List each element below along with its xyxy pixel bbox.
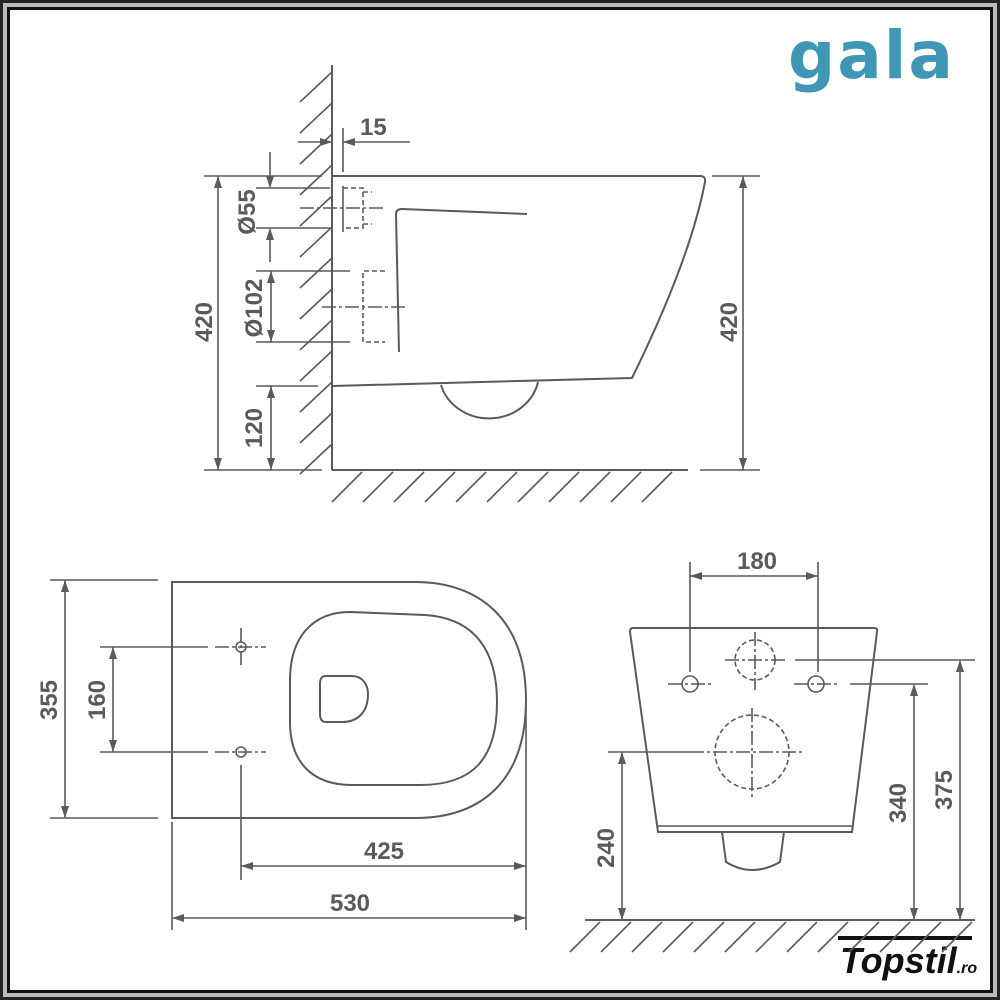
hatch-line <box>299 288 333 320</box>
hatch-line <box>662 921 694 953</box>
hatch-line <box>299 350 333 382</box>
hatch-line <box>299 319 333 351</box>
dim-inlet-height: 375 <box>931 770 958 810</box>
bowl-outline <box>171 581 528 819</box>
gala-logo: gala <box>788 17 955 94</box>
dim-inlet-diameter: Ø55 <box>234 189 261 234</box>
wall-hatching <box>299 71 333 475</box>
hatch-line <box>569 921 601 953</box>
hatch-line <box>455 471 487 503</box>
dim-length: 530 <box>330 890 370 917</box>
hatch-line <box>910 921 942 953</box>
hatch-line <box>517 471 549 503</box>
hatch-line <box>424 471 456 503</box>
hatch-line <box>848 921 880 953</box>
floor-hatching <box>569 921 973 953</box>
hatch-line <box>362 471 394 503</box>
drain-hole <box>319 675 370 723</box>
inner-frame <box>7 7 993 993</box>
side-view: 15 420 Ø55 Ø102 120 420 <box>191 65 760 475</box>
hatch-line <box>631 921 663 953</box>
hatch-line <box>299 102 333 134</box>
hatch-line <box>724 921 756 953</box>
dim-total-height-right: 420 <box>716 302 743 342</box>
hatch-line <box>817 921 849 953</box>
hatch-line <box>299 257 333 289</box>
hatch-line <box>299 195 333 227</box>
dim-width: 355 <box>36 680 63 720</box>
front-outline <box>628 627 879 833</box>
dim-outlet-height: 120 <box>241 408 268 448</box>
hatch-line <box>579 471 611 503</box>
hatch-line <box>786 921 818 953</box>
hatch-line <box>755 921 787 953</box>
dim-outlet-diameter: Ø102 <box>241 279 268 338</box>
dim-bolt-spacing: 160 <box>84 680 111 720</box>
hatch-line <box>486 471 518 503</box>
dim-front-bolt-spacing: 180 <box>737 548 777 575</box>
inner-rim <box>394 207 528 353</box>
hatch-line <box>299 443 333 475</box>
toilet-outline <box>331 175 707 387</box>
bowl-bottom <box>440 381 539 420</box>
topstil-logo-suffix: .ro <box>957 960 978 977</box>
seat-opening <box>289 610 499 786</box>
floor-hatching-side <box>331 471 673 503</box>
hatch-line <box>641 471 673 503</box>
topstil-logo-text: Topstil <box>840 940 958 981</box>
hatch-line <box>941 921 973 953</box>
middle-frame <box>3 3 997 997</box>
hatch-line <box>299 71 333 103</box>
hatch-line <box>693 921 725 953</box>
topstil-logo-line: Topstil.ro <box>840 940 977 981</box>
hatch-line <box>299 164 333 196</box>
hatch-line <box>548 471 580 503</box>
hatch-line <box>610 471 642 503</box>
hatch-line <box>879 921 911 953</box>
hatch-line <box>299 133 333 165</box>
hatch-line <box>299 381 333 413</box>
hatch-line <box>331 471 363 503</box>
dim-front-outlet-height: 240 <box>593 828 620 868</box>
hatch-line <box>600 921 632 953</box>
front-view: 180 240 340 375 <box>569 548 975 953</box>
hatch-line <box>299 226 333 258</box>
topstil-logo: Topstil.ro <box>838 936 977 981</box>
bowl-bottom <box>721 831 785 871</box>
top-view: 355 160 425 530 <box>36 579 528 930</box>
dim-bolt-to-front: 425 <box>364 838 404 865</box>
dim-wall-offset: 15 <box>360 114 387 141</box>
hatch-line <box>299 412 333 444</box>
hatch-line <box>393 471 425 503</box>
dim-bolt-height: 340 <box>885 783 912 823</box>
dim-total-height-left: 420 <box>191 302 218 342</box>
